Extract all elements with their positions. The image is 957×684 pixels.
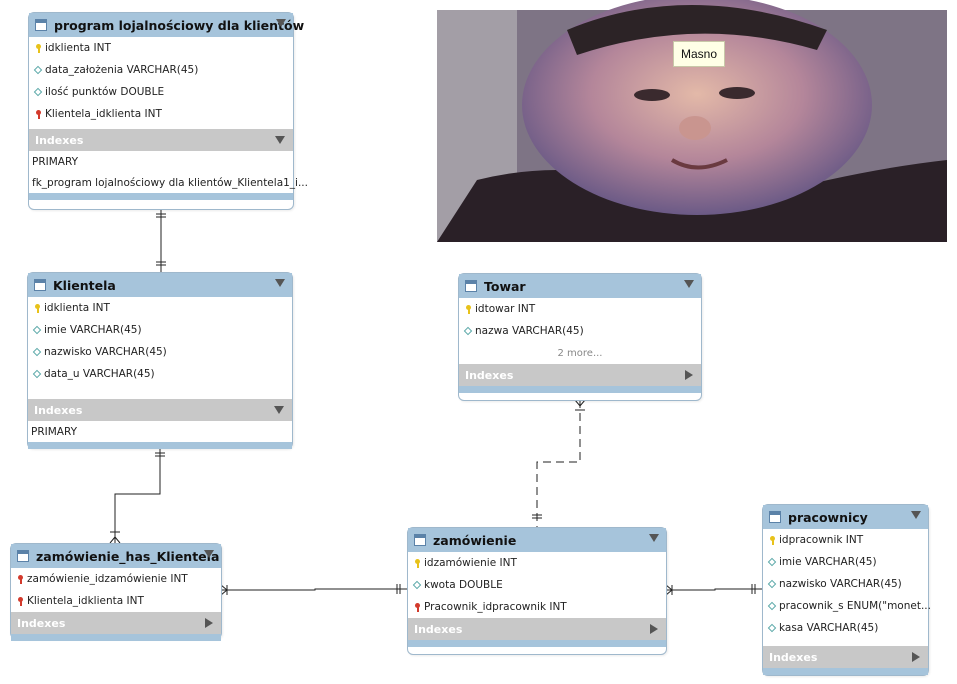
- table-pracownicy[interactable]: pracownicy idpracownik INT imie VARCHAR(…: [762, 504, 931, 676]
- table-zamowienie[interactable]: zamówienie idzamówienie INT kwota DOUBLE…: [407, 527, 667, 655]
- expand-arrow-icon[interactable]: [912, 652, 920, 662]
- relation-klientela-zhk: [109, 447, 165, 544]
- table-klientela[interactable]: Klientela idklienta INT imie VARCHAR(45)…: [27, 272, 293, 449]
- table-title: zamówienie: [433, 532, 517, 548]
- indexes-section-header[interactable]: Indexes: [408, 618, 666, 640]
- table-header[interactable]: pracownicy: [763, 505, 928, 529]
- column-diamond-icon: [32, 325, 42, 335]
- column-row[interactable]: idzamówienie INT: [408, 552, 666, 574]
- index-row[interactable]: PRIMARY: [31, 425, 78, 438]
- column-diamond-icon: [32, 369, 42, 379]
- primary-key-icon: [465, 304, 471, 314]
- table-icon: [465, 280, 477, 292]
- collapse-arrow-icon[interactable]: [911, 511, 921, 519]
- table-icon: [34, 279, 46, 291]
- table-icon: [414, 534, 426, 546]
- column-row[interactable]: nazwisko VARCHAR(45): [28, 341, 292, 363]
- indexes-section-header[interactable]: Indexes: [11, 612, 221, 634]
- collapse-arrow-icon[interactable]: [684, 280, 694, 288]
- table-title: Klientela: [53, 277, 116, 293]
- indexes-section-header[interactable]: Indexes: [28, 399, 292, 421]
- collapse-arrow-icon[interactable]: [204, 550, 214, 558]
- primary-key-icon: [34, 303, 40, 313]
- expand-arrow-icon[interactable]: [205, 618, 213, 628]
- primary-key-icon: [414, 558, 420, 568]
- column-diamond-icon: [33, 87, 43, 97]
- column-row[interactable]: kasa VARCHAR(45): [763, 617, 928, 639]
- column-diamond-icon: [767, 557, 777, 567]
- collapse-arrow-icon[interactable]: [276, 19, 286, 27]
- column-diamond-icon: [767, 623, 777, 633]
- column-diamond-icon: [767, 579, 777, 589]
- table-icon: [17, 550, 29, 562]
- more-columns-link[interactable]: 2 more...: [557, 347, 603, 359]
- column-row[interactable]: nazwa VARCHAR(45): [459, 320, 701, 342]
- table-icon: [769, 511, 781, 523]
- column-row[interactable]: idtowar INT: [459, 298, 701, 320]
- column-row[interactable]: Klientela_idklienta INT: [29, 103, 293, 125]
- table-title: program lojalnościowy dla klientów: [54, 17, 305, 33]
- indexes-section-header[interactable]: Indexes: [459, 364, 701, 386]
- table-header[interactable]: Towar: [459, 274, 701, 298]
- column-row[interactable]: kwota DOUBLE: [408, 574, 666, 596]
- collapse-arrow-icon[interactable]: [649, 534, 659, 542]
- column-row[interactable]: idpracownik INT: [763, 529, 928, 551]
- column-row[interactable]: idklienta INT: [28, 297, 292, 319]
- relation-towar-zamowienie: [532, 399, 586, 527]
- table-header[interactable]: program lojalnościowy dla klientów: [29, 13, 304, 37]
- index-row[interactable]: PRIMARY: [32, 155, 79, 168]
- expand-arrow-icon[interactable]: [275, 136, 285, 144]
- expand-arrow-icon[interactable]: [685, 370, 693, 380]
- table-header[interactable]: zamówienie_has_Klientela: [11, 544, 221, 568]
- foreign-key-icon: [35, 109, 41, 119]
- column-diamond-icon: [33, 65, 43, 75]
- column-diamond-icon: [412, 580, 422, 590]
- collapse-arrow-icon[interactable]: [275, 279, 285, 287]
- table-title: Towar: [484, 278, 526, 294]
- column-diamond-icon: [32, 347, 42, 357]
- column-row[interactable]: pracownik_s ENUM("monet...: [763, 595, 931, 617]
- table-program-lojalnosciowy[interactable]: program lojalnościowy dla klientów idkli…: [28, 12, 308, 210]
- index-row[interactable]: fk_program lojalnościowy dla klientów_Kl…: [32, 176, 308, 189]
- column-row[interactable]: Klientela_idklienta INT: [11, 590, 221, 612]
- foreign-key-icon: [414, 602, 420, 612]
- indexes-section-header[interactable]: Indexes: [763, 646, 928, 668]
- expand-arrow-icon[interactable]: [650, 624, 658, 634]
- table-icon: [35, 19, 47, 31]
- foreign-key-icon: [17, 574, 23, 584]
- relation-zhk-zamowienie: [220, 584, 407, 596]
- foreign-key-icon: [17, 596, 23, 606]
- column-row[interactable]: imie VARCHAR(45): [28, 319, 292, 341]
- primary-key-icon: [769, 535, 775, 545]
- column-row[interactable]: idklienta INT: [29, 37, 293, 59]
- column-row[interactable]: data_założenia VARCHAR(45): [29, 59, 293, 81]
- indexes-section-header[interactable]: Indexes: [29, 129, 293, 151]
- table-header[interactable]: zamówienie: [408, 528, 666, 552]
- photo-caption: Masno: [673, 41, 725, 67]
- table-title: pracownicy: [788, 509, 868, 525]
- column-row[interactable]: zamówienie_idzamówienie INT: [11, 568, 221, 590]
- column-row[interactable]: ilość punktów DOUBLE: [29, 81, 293, 103]
- column-diamond-icon: [767, 601, 777, 611]
- primary-key-icon: [35, 43, 41, 53]
- relation-program-klientela: [156, 208, 166, 272]
- column-row[interactable]: nazwisko VARCHAR(45): [763, 573, 928, 595]
- column-row[interactable]: imie VARCHAR(45): [763, 551, 928, 573]
- expand-arrow-icon[interactable]: [274, 406, 284, 414]
- table-towar[interactable]: Towar idtowar INT nazwa VARCHAR(45) 2 mo…: [458, 273, 702, 401]
- table-zamowienie-has-klientela[interactable]: zamówienie_has_Klientela zamówienie_idza…: [10, 543, 222, 641]
- table-title: zamówienie_has_Klientela: [36, 548, 220, 564]
- table-header[interactable]: Klientela: [28, 273, 292, 297]
- column-row[interactable]: Pracownik_idpracownik INT: [408, 596, 666, 618]
- relation-zamowienie-pracownicy: [665, 584, 762, 596]
- column-row[interactable]: data_u VARCHAR(45): [28, 363, 292, 385]
- column-diamond-icon: [463, 326, 473, 336]
